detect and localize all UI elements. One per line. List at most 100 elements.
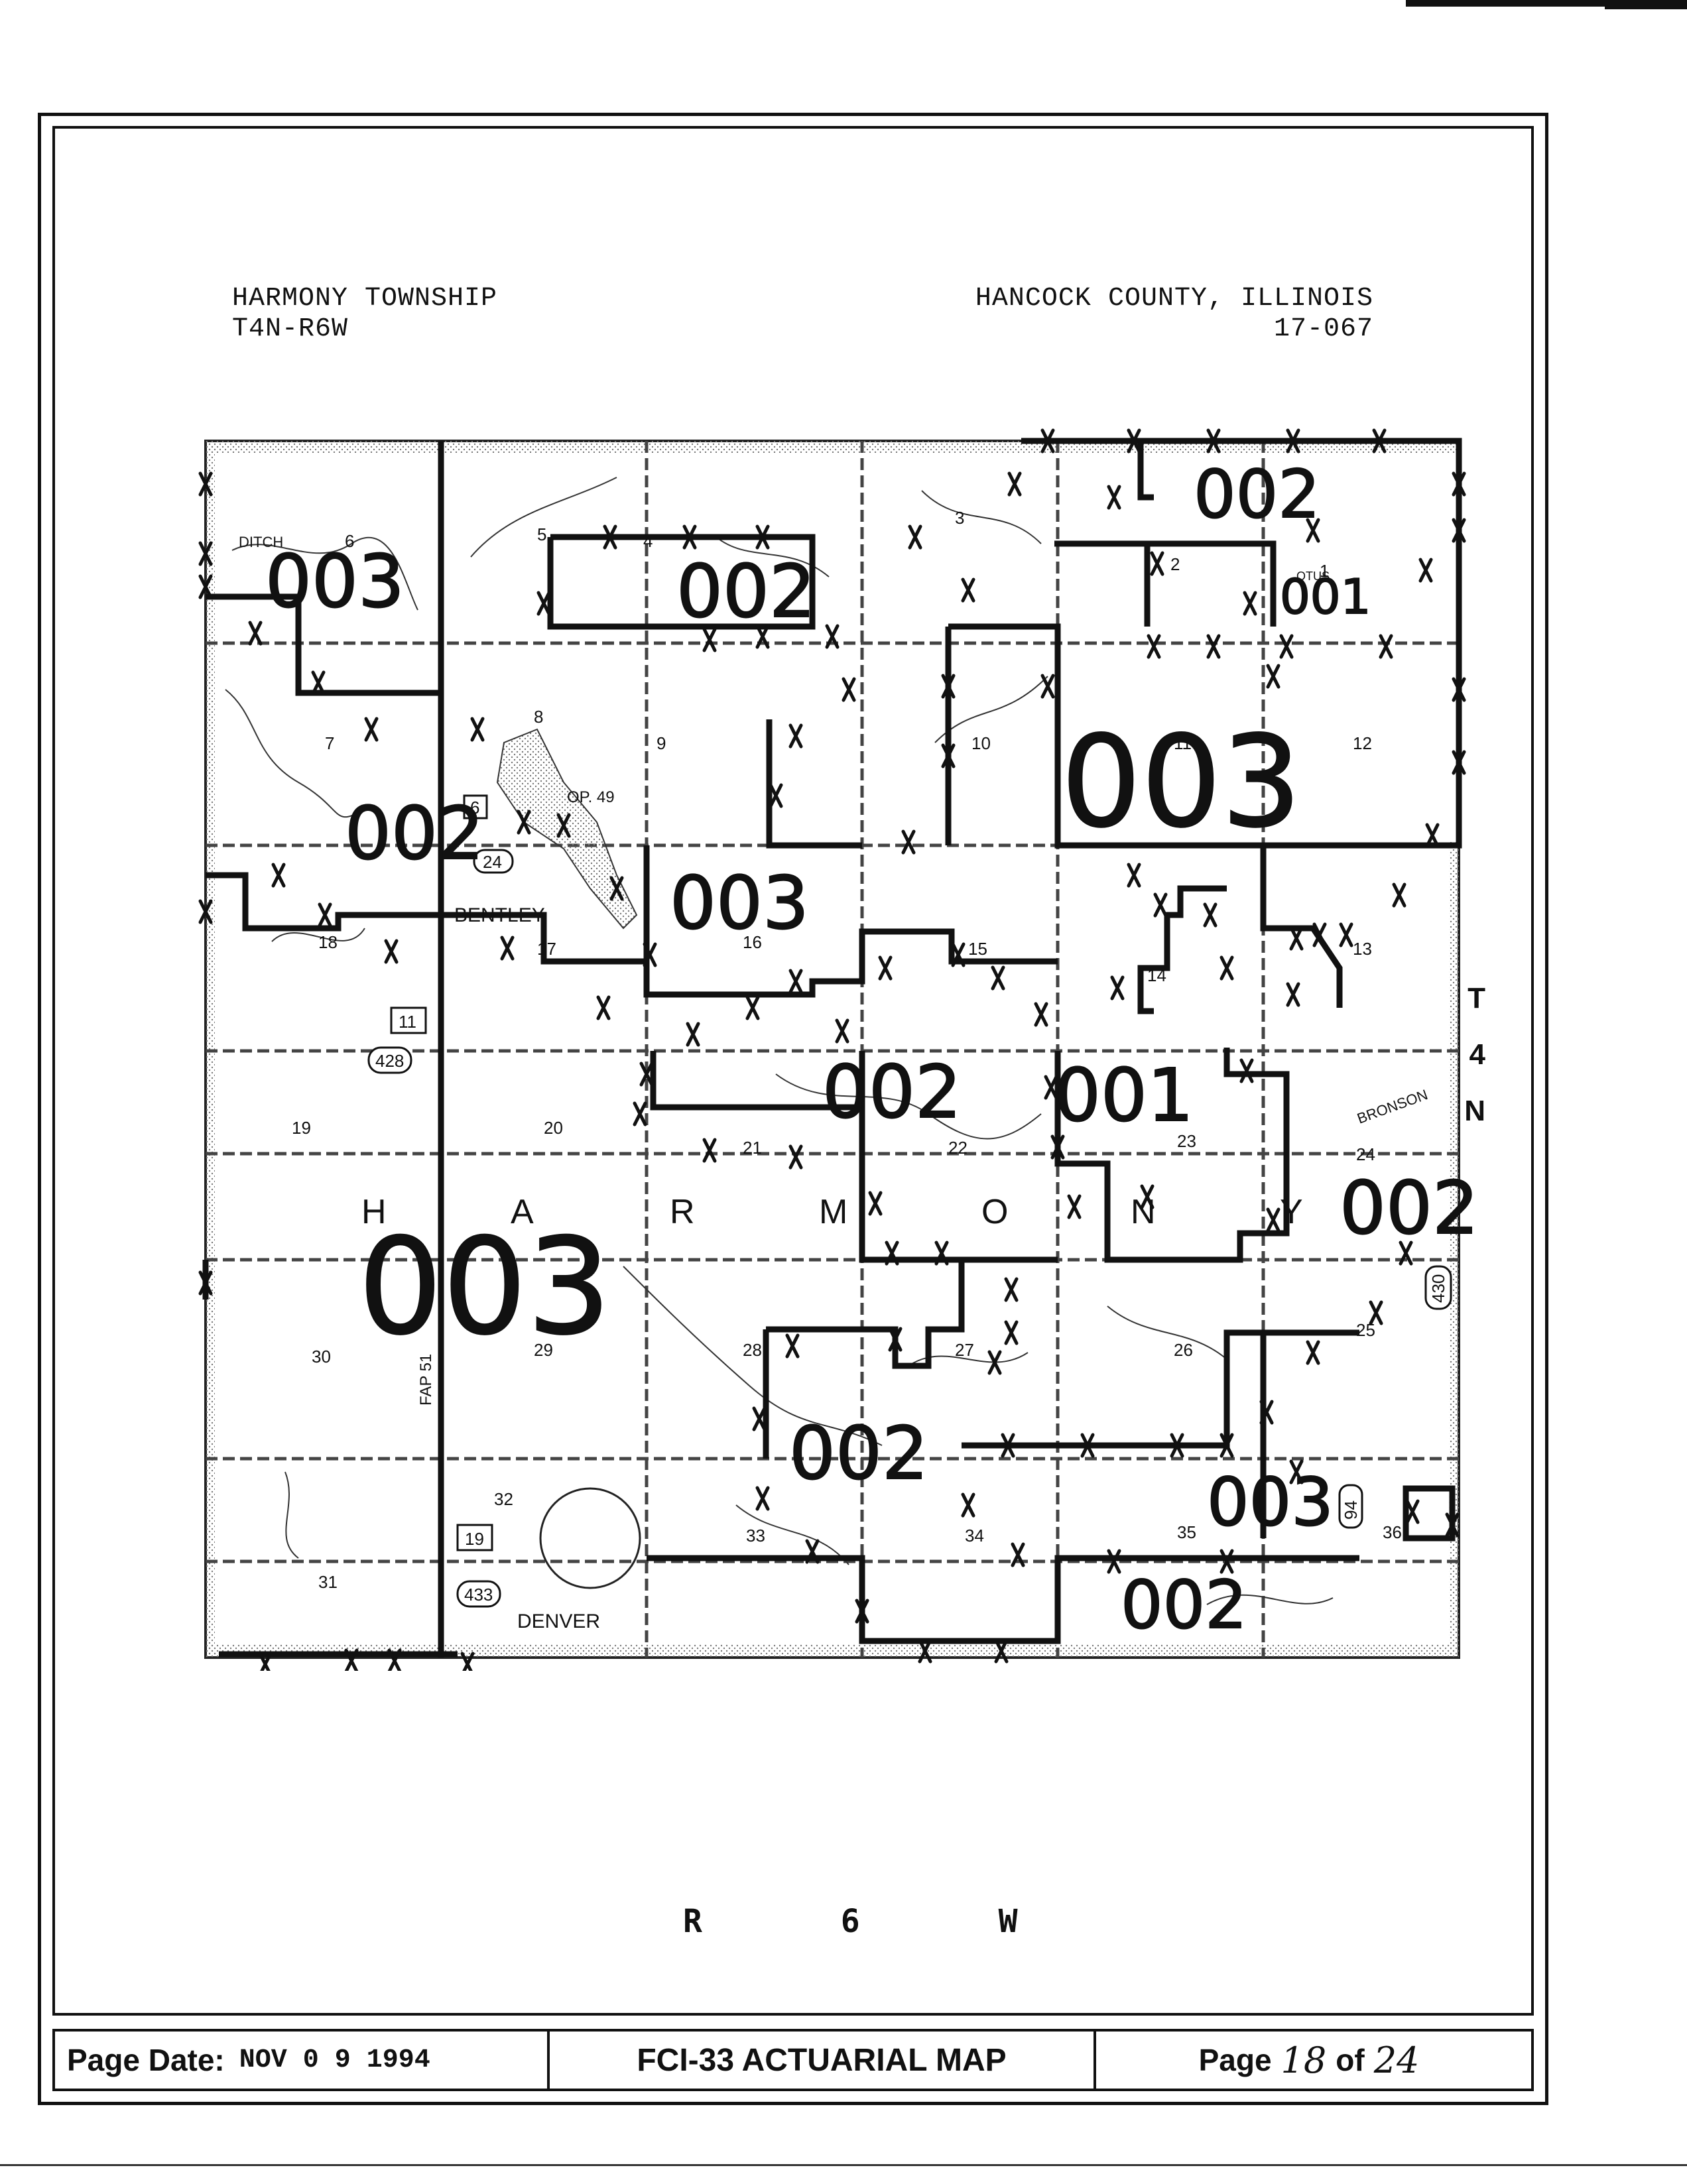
section-number: 7 — [325, 733, 334, 753]
section-number: 4 — [643, 531, 653, 551]
zone-code: 002 — [676, 549, 816, 634]
header-left: HARMONY TOWNSHIP T4N-R6W — [232, 284, 497, 345]
section-number: 8 — [534, 707, 543, 727]
of-label: of — [1336, 2043, 1365, 2077]
zone-code: 002 — [1194, 455, 1320, 533]
label-op49: OP. 49 — [567, 788, 615, 806]
side-letter-n: N — [1464, 1095, 1485, 1127]
stipple-right — [1449, 842, 1459, 1658]
label-bentley: BENTLEY — [454, 904, 545, 926]
range-label: R 6 W — [683, 1903, 1078, 1940]
zone-code: 003 — [358, 1210, 611, 1365]
zone-code: 003 — [265, 539, 405, 624]
label-ditch: DITCH — [239, 534, 283, 550]
scan-edge-line — [1406, 0, 1687, 7]
label-denver: DENVER — [517, 1610, 600, 1632]
township-letter-a: A — [511, 1193, 534, 1231]
section-number: 21 — [743, 1138, 762, 1158]
section-number: 27 — [955, 1340, 974, 1360]
section-number: 30 — [312, 1347, 331, 1366]
county-name: HANCOCK COUNTY, ILLINOIS — [975, 284, 1373, 314]
label-otus: OTUS — [1296, 570, 1330, 583]
section-number: 36 — [1383, 1522, 1402, 1542]
township-letter-o: O — [981, 1193, 1008, 1231]
denver-circle — [539, 1487, 641, 1589]
scan-edge-mark — [1605, 0, 1687, 9]
section-numbers: 6 5 4 3 2 1 7 8 9 10 11 12 18 17 16 15 1… — [292, 508, 1402, 1592]
scan-bottom-line — [0, 2164, 1687, 2166]
section-number: 20 — [544, 1118, 563, 1138]
section-number: 16 — [743, 932, 762, 952]
page-number: 18 — [1281, 2039, 1327, 2081]
township-letter-m: M — [819, 1193, 847, 1231]
section-number: 12 — [1353, 733, 1372, 753]
section-number: 15 — [968, 939, 987, 959]
section-number: 5 — [537, 524, 546, 544]
county-code: 17-067 — [1273, 314, 1373, 344]
section-number: 14 — [1147, 965, 1166, 985]
route-shield-94: 94 — [1341, 1500, 1361, 1520]
zone-code: 003 — [1061, 709, 1302, 855]
section-number: 1 — [1320, 561, 1329, 581]
route-shield-6: 6 — [470, 798, 479, 818]
zone-code: 003 — [670, 861, 809, 945]
footer-date-cell: Page Date: NOV 0 9 1994 — [55, 2032, 550, 2089]
route-shield-433: 433 — [464, 1585, 493, 1605]
zone-code: 002 — [822, 1050, 962, 1134]
section-number: 11 — [1174, 733, 1192, 753]
township-letter-y: Y — [1280, 1193, 1303, 1231]
section-number: 34 — [965, 1526, 984, 1546]
township-side-label: T 4 N — [1464, 982, 1485, 1127]
section-number: 26 — [1174, 1340, 1193, 1360]
label-fap51: FAP 51 — [417, 1354, 435, 1406]
township-letters: H A R M O N Y — [361, 1193, 1303, 1231]
section-number: 19 — [292, 1118, 311, 1138]
zone-boundaries — [202, 438, 1462, 1658]
zone-code: 002 — [345, 791, 484, 876]
stipple-bottom — [206, 1644, 1459, 1658]
footer-title-cell: FCI-33 ACTUARIAL MAP — [550, 2032, 1096, 2089]
zone-code: 001 — [1280, 569, 1371, 625]
township-letter-r: R — [670, 1193, 695, 1231]
zone-code: 003 — [1207, 1463, 1334, 1541]
streams — [225, 477, 1334, 1605]
page-date-value: NOV 0 9 1994 — [239, 2045, 430, 2075]
section-number: 33 — [746, 1526, 765, 1546]
header-right: HANCOCK COUNTY, ILLINOIS 17-067 — [975, 284, 1373, 345]
township-letter-h: H — [361, 1193, 387, 1231]
section-number: 2 — [1170, 554, 1180, 574]
route-shield-11: 11 — [399, 1012, 416, 1032]
section-number: 28 — [743, 1340, 762, 1360]
township-name: HARMONY TOWNSHIP — [232, 284, 498, 314]
section-number: 10 — [971, 733, 991, 753]
route-shield-430: 430 — [1428, 1274, 1448, 1303]
section-number: 25 — [1356, 1320, 1375, 1340]
map-title: FCI-33 ACTUARIAL MAP — [637, 2042, 1007, 2078]
page-label: Page — [1198, 2043, 1272, 2077]
route-shields: 11 19 428 430 433 24 94 6 — [367, 794, 1452, 1608]
page-total: 24 — [1373, 2039, 1420, 2081]
section-number: 3 — [955, 508, 964, 528]
township-range: T4N-R6W — [232, 314, 349, 344]
section-number: 22 — [948, 1138, 968, 1158]
route-shield-428: 428 — [375, 1051, 404, 1071]
page-date-label: Page Date: — [67, 2043, 225, 2077]
section-number: 13 — [1353, 939, 1372, 959]
route-shield-19: 19 — [465, 1529, 484, 1549]
outer-frame — [38, 113, 1548, 2105]
section-number: 6 — [345, 531, 354, 551]
section-grid — [206, 441, 1459, 1658]
footer-page-cell: Page 18 of 24 — [1096, 2032, 1531, 2089]
zone-code: 002 — [1121, 1566, 1247, 1644]
township-map: H A R M O N Y 6 5 4 3 2 1 7 8 9 10 11 12… — [198, 428, 1485, 1671]
side-letter-t: T — [1468, 982, 1485, 1014]
route-shield-24: 24 — [483, 852, 502, 872]
side-letter-4: 4 — [1469, 1038, 1485, 1071]
zone-code: 001 — [1054, 1053, 1194, 1138]
section-number: 29 — [534, 1340, 553, 1360]
boundary-x-markers — [198, 428, 1466, 1671]
section-number: 35 — [1177, 1522, 1196, 1542]
section-number: 23 — [1177, 1131, 1196, 1151]
inner-frame — [52, 126, 1534, 2016]
footer-bar: Page Date: NOV 0 9 1994 FCI-33 ACTUARIAL… — [52, 2029, 1534, 2091]
